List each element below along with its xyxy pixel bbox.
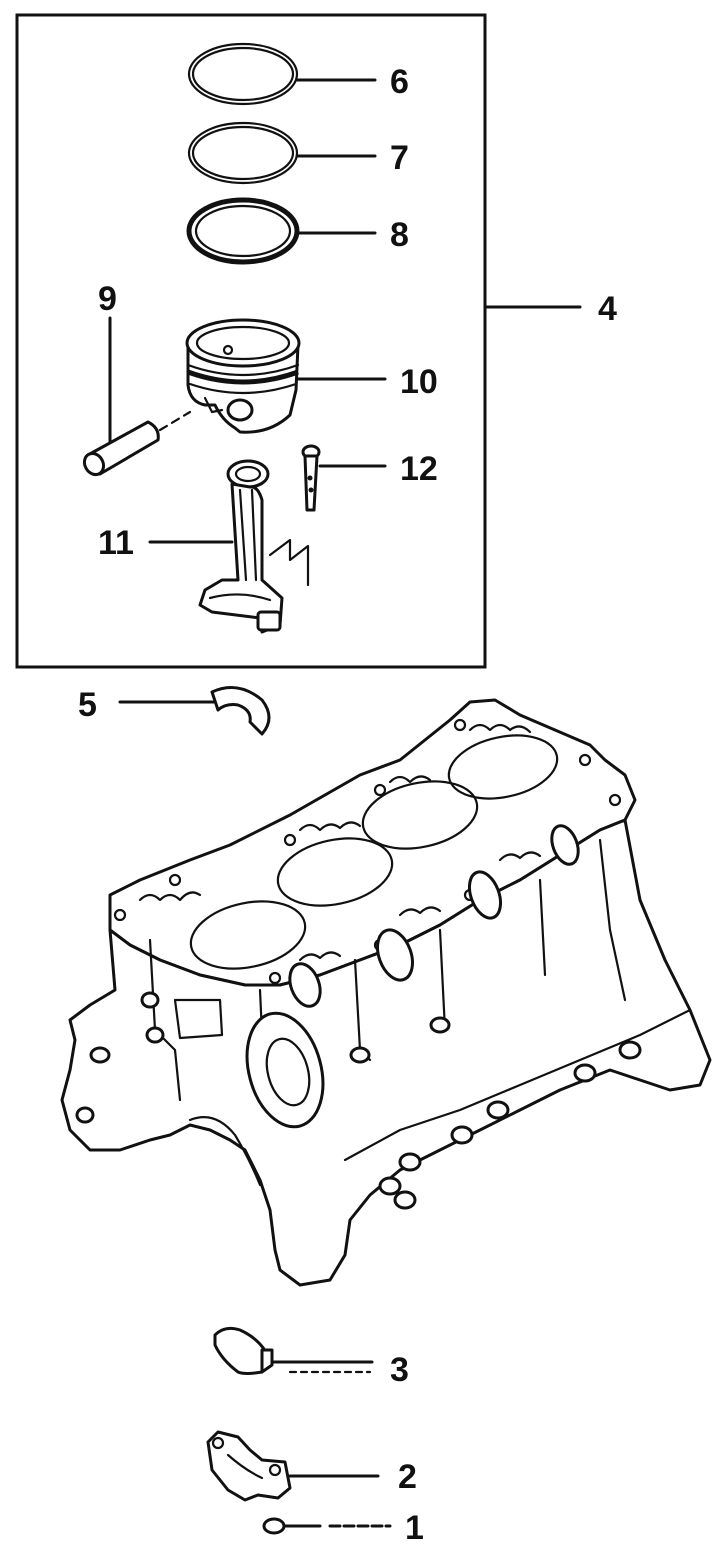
callout-6: 6: [390, 63, 409, 101]
cylinder-block: [60, 698, 712, 1287]
cylinder-bore-1: [189, 900, 307, 970]
piston: 10: [185, 318, 438, 434]
callout-11: 11: [98, 524, 134, 562]
piston-assembly-group: 4: [15, 13, 617, 669]
main-bearing-cap: 2: [206, 1430, 417, 1502]
piston-ring-top: 6: [187, 42, 409, 106]
callout-10: 10: [400, 363, 438, 401]
cylinder-bore-4: [447, 734, 559, 800]
main-bearing-cap-bolt: 1: [262, 1509, 424, 1547]
piston-ring-second: 7: [187, 121, 409, 185]
callout-8: 8: [390, 216, 409, 254]
connecting-rod-bearing: 5: [78, 686, 271, 736]
main-bearing: 3: [213, 1326, 409, 1389]
callout-1: 1: [405, 1509, 424, 1547]
connecting-rod: 11: [98, 459, 310, 634]
piston-assembly-frame: [15, 13, 487, 669]
cylinder-bore-3: [361, 780, 479, 850]
callout-2: 2: [398, 1458, 417, 1496]
connecting-rod-bolt: 12: [301, 444, 438, 512]
piston-pin: 9: [82, 280, 192, 477]
callout-3: 3: [390, 1351, 409, 1389]
callout-7: 7: [390, 139, 409, 177]
callout-9: 9: [98, 280, 117, 318]
callout-4: 4: [598, 290, 617, 328]
cylinder-bore-2: [276, 837, 394, 907]
piston-ring-oil: 8: [186, 197, 409, 265]
callout-5: 5: [78, 686, 97, 724]
callout-12: 12: [400, 450, 438, 488]
